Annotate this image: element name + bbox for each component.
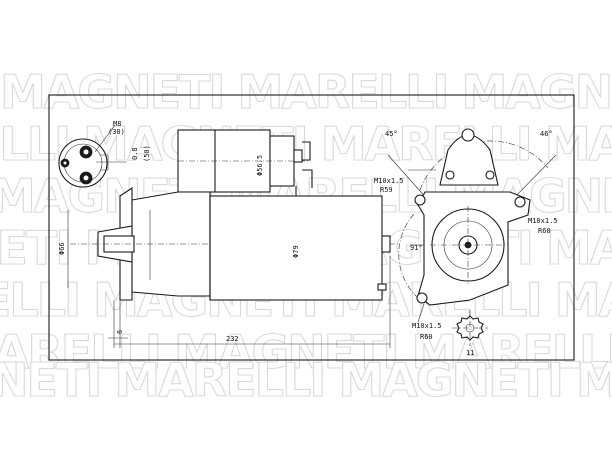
terminal-end-view	[58, 124, 127, 188]
top-boss-hole	[461, 128, 475, 142]
thread-top-label: M10x1.5	[374, 177, 404, 185]
solenoid-diameter-label: Φ56.5	[256, 155, 264, 176]
drawing-frame	[48, 94, 575, 361]
bolt-hole-right	[514, 196, 526, 208]
terminal-cap-outline	[58, 138, 108, 188]
small-terminal-label: 0.8	[131, 147, 139, 160]
watermark-row-1: MAGNETI MARELLI MAGNETI MARELLI	[0, 65, 612, 119]
flange-offset-label: 6	[116, 330, 124, 334]
flange-diameter-label: Φ66	[58, 242, 66, 255]
radius-bottom-label: R60	[420, 333, 433, 341]
terminal-thread-alt-label: (30)	[108, 128, 125, 136]
motor-yoke	[209, 195, 383, 301]
drive-flange	[70, 186, 400, 301]
left-bolt-arc	[398, 213, 419, 299]
bolt-hole-bottom	[416, 292, 428, 304]
end-view	[387, 128, 557, 306]
terminal-thread-label: M8	[113, 120, 121, 128]
watermark-row-6: MARELLI MAGNETI MARELLI MAGNETI	[0, 325, 612, 379]
pinion-teeth-label: 11	[466, 349, 474, 357]
solenoid-stud-top	[302, 141, 311, 161]
thread-bottom-label: M10x1.5	[412, 322, 442, 330]
angle-bottom-label: 91°	[410, 244, 423, 252]
bolt-hole-top-left	[414, 194, 426, 206]
solenoid-wire	[302, 169, 313, 188]
overall-length-label: 232	[226, 335, 239, 343]
motor	[209, 195, 391, 301]
small-terminal-alt-label: (50)	[143, 145, 151, 162]
thread-right-label: M10x1.5	[528, 217, 558, 225]
side-view: M8 (30) 0.8 (50) Φ56.5	[58, 120, 400, 348]
motor-end-stud	[381, 235, 391, 253]
radius-top-label: R59	[380, 186, 393, 194]
solenoid	[177, 129, 316, 197]
solenoid-terminal	[293, 149, 303, 163]
watermark-row-7: NETI MARELLI MAGNETI MARELLI	[0, 353, 612, 407]
motor-diameter-label: Φ79	[292, 245, 300, 258]
angle-left-label: 45°	[385, 130, 398, 138]
watermark-row-5: ELLI MAGNETI MARELLI MAGNETI	[0, 273, 612, 327]
angle-right-label: 46°	[540, 130, 553, 138]
radius-right-label: R60	[538, 227, 551, 235]
pinion-gear	[452, 310, 488, 346]
